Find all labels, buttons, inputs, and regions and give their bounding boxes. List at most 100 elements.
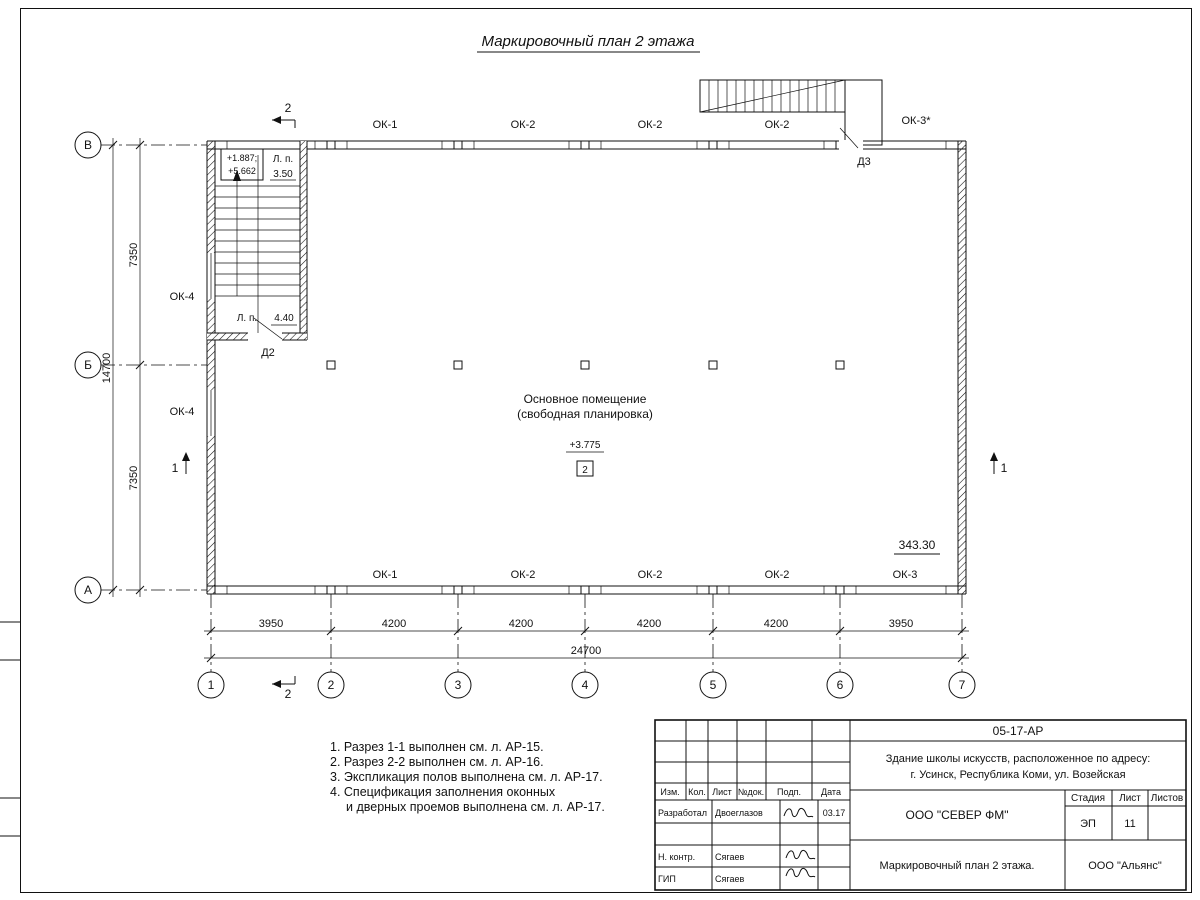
tb-contractor: ООО "Альянс" bbox=[1088, 860, 1162, 872]
window-label: ОК-3 bbox=[893, 569, 918, 581]
left-wall bbox=[207, 141, 215, 594]
window-label: ОК-2 bbox=[638, 119, 663, 131]
axis-col-label: 2 bbox=[328, 678, 335, 692]
sheet-frame bbox=[0, 8, 1192, 893]
dim-bottom-total: 24700 bbox=[571, 645, 602, 657]
column-markers bbox=[326, 140, 845, 595]
door-leaf-d3 bbox=[839, 127, 859, 149]
page-title: Маркировочный план 2 этажа bbox=[482, 33, 695, 50]
stair-landing-value-bottom: 4.40 bbox=[274, 313, 294, 324]
room-number: 2 bbox=[582, 465, 588, 476]
notes: 1. Разрез 1-1 выполнен см. л. АР-15. 2. … bbox=[330, 740, 605, 814]
door-leaf-d2 bbox=[253, 317, 283, 340]
tb-stage-label: Стадия bbox=[1071, 793, 1105, 804]
tb-date-developer: 03.17 bbox=[823, 808, 846, 818]
section-2-top: 2 bbox=[285, 101, 292, 115]
room-name-line2: (свободная планировка) bbox=[517, 407, 653, 421]
dim-left-total: 14700 bbox=[101, 353, 113, 384]
dim-bottom: 3950 bbox=[259, 618, 283, 630]
tb-sheet-value: 11 bbox=[1124, 818, 1135, 830]
axis-row-label: А bbox=[84, 583, 92, 597]
axis-col-label: 5 bbox=[710, 678, 717, 692]
tb-company: ООО "СЕВЕР ФМ" bbox=[906, 808, 1009, 822]
external-stair: Д3 bbox=[699, 79, 883, 168]
tb-stage-value: ЭП bbox=[1080, 818, 1096, 830]
axis-col-label: 7 bbox=[959, 678, 966, 692]
window-label: ОК-4 bbox=[170, 406, 195, 418]
room-level: +3.775 bbox=[570, 440, 601, 451]
stair-direction-arrow bbox=[233, 170, 241, 181]
tb-name-ncontr: Сягаев bbox=[715, 852, 744, 862]
top-window-ticks bbox=[226, 141, 947, 149]
signature-ncontr bbox=[785, 849, 816, 860]
tb-name-gip: Сягаев bbox=[715, 874, 744, 884]
tb-header: Дата bbox=[821, 787, 841, 797]
room-number-box bbox=[576, 460, 594, 477]
document-code: 05-17-АР bbox=[993, 724, 1044, 738]
door-label-d2: Д2 bbox=[261, 347, 275, 359]
title-block: 05-17-АР Здание школы искусств, располож… bbox=[654, 719, 1187, 891]
section-2-bottom: 2 bbox=[285, 687, 292, 701]
stair-level-1: +1.887; bbox=[227, 153, 257, 163]
tb-sheets-label: Листов bbox=[1151, 793, 1184, 804]
tb-header: Подп. bbox=[777, 787, 801, 797]
note-line: 4. Спецификация заполнения оконных bbox=[330, 785, 556, 799]
axis-col-label: 6 bbox=[837, 678, 844, 692]
tb-header: №док. bbox=[738, 787, 764, 797]
tb-header: Изм. bbox=[660, 787, 679, 797]
stair-landing-value-top: 3.50 bbox=[273, 169, 293, 180]
tb-header: Лист bbox=[712, 787, 732, 797]
signatures bbox=[783, 807, 816, 878]
bottom-window-ticks bbox=[226, 586, 947, 594]
axis-grid: В Б А 1 2 3 4 5 6 7 bbox=[74, 131, 976, 699]
signature-gip bbox=[785, 867, 816, 878]
drawing-title: Маркировочный план 2 этажа bbox=[477, 33, 700, 53]
door-label-d3: Д3 bbox=[857, 156, 871, 168]
axis-row-label: В bbox=[84, 138, 92, 152]
stair-level-2: +5.662 bbox=[228, 166, 256, 176]
stair-landing-label-top: Л. п. bbox=[273, 154, 293, 165]
dim-left-2: 7350 bbox=[128, 466, 140, 490]
window-label: ОК-1 bbox=[373, 119, 398, 131]
note-line: 1. Разрез 1-1 выполнен см. л. АР-15. bbox=[330, 740, 544, 754]
window-label: ОК-2 bbox=[511, 569, 536, 581]
room-name-line1: Основное помещение bbox=[524, 392, 647, 406]
room-area: 343.30 bbox=[899, 538, 936, 552]
window-label: ОК-3* bbox=[901, 115, 931, 127]
axis-col-label: 1 bbox=[208, 678, 215, 692]
dim-bottom: 4200 bbox=[637, 618, 661, 630]
project-name-line2: г. Усинск, Республика Коми, ул. Возейска… bbox=[910, 769, 1125, 781]
window-labels: ОК-1 ОК-2 ОК-2 ОК-2 ОК-3* ОК-1 ОК-2 ОК-2… bbox=[170, 115, 932, 581]
note-line: 3. Экспликация полов выполнена см. л. АР… bbox=[330, 770, 603, 784]
section-1-right: 1 bbox=[1001, 461, 1008, 475]
axis-col-label: 4 bbox=[582, 678, 589, 692]
tb-role-ncontr: Н. контр. bbox=[658, 852, 695, 862]
tb-name-developer: Двоеглазов bbox=[715, 808, 763, 818]
window-label: ОК-2 bbox=[765, 569, 790, 581]
axis-row-label: Б bbox=[84, 358, 92, 372]
stair-landing-label-bottom: Л. п. bbox=[237, 313, 257, 324]
dim-bottom: 4200 bbox=[382, 618, 406, 630]
project-name-line1: Здание школы искусств, расположенное по … bbox=[886, 753, 1151, 765]
window-label: ОК-4 bbox=[170, 291, 195, 303]
walls bbox=[206, 140, 967, 595]
dim-bottom: 3950 bbox=[889, 618, 913, 630]
tb-sheet-label: Лист bbox=[1119, 793, 1141, 804]
room-annotation: Основное помещение (свободная планировка… bbox=[517, 392, 940, 555]
dim-bottom: 4200 bbox=[764, 618, 788, 630]
stair-treads bbox=[215, 155, 300, 333]
stairwell: +1.887; +5.662 Л. п. 3.50 Л. п. 4.40 Д2 bbox=[207, 141, 308, 359]
tb-drawing-name: Маркировочный план 2 этажа. bbox=[880, 860, 1035, 872]
window-label: ОК-2 bbox=[511, 119, 536, 131]
window-label: ОК-2 bbox=[765, 119, 790, 131]
section-marks: 2 2 1 1 bbox=[172, 101, 1008, 701]
right-wall bbox=[958, 141, 966, 594]
axis-col-label: 3 bbox=[455, 678, 462, 692]
tb-role-gip: ГИП bbox=[658, 874, 676, 884]
note-line: 2. Разрез 2-2 выполнен см. л. АР-16. bbox=[330, 755, 544, 769]
dimensions: 7350 7350 14700 3950 4200 4200 4200 4200… bbox=[101, 138, 969, 663]
window-label: ОК-1 bbox=[373, 569, 398, 581]
signature-developer bbox=[783, 807, 814, 818]
